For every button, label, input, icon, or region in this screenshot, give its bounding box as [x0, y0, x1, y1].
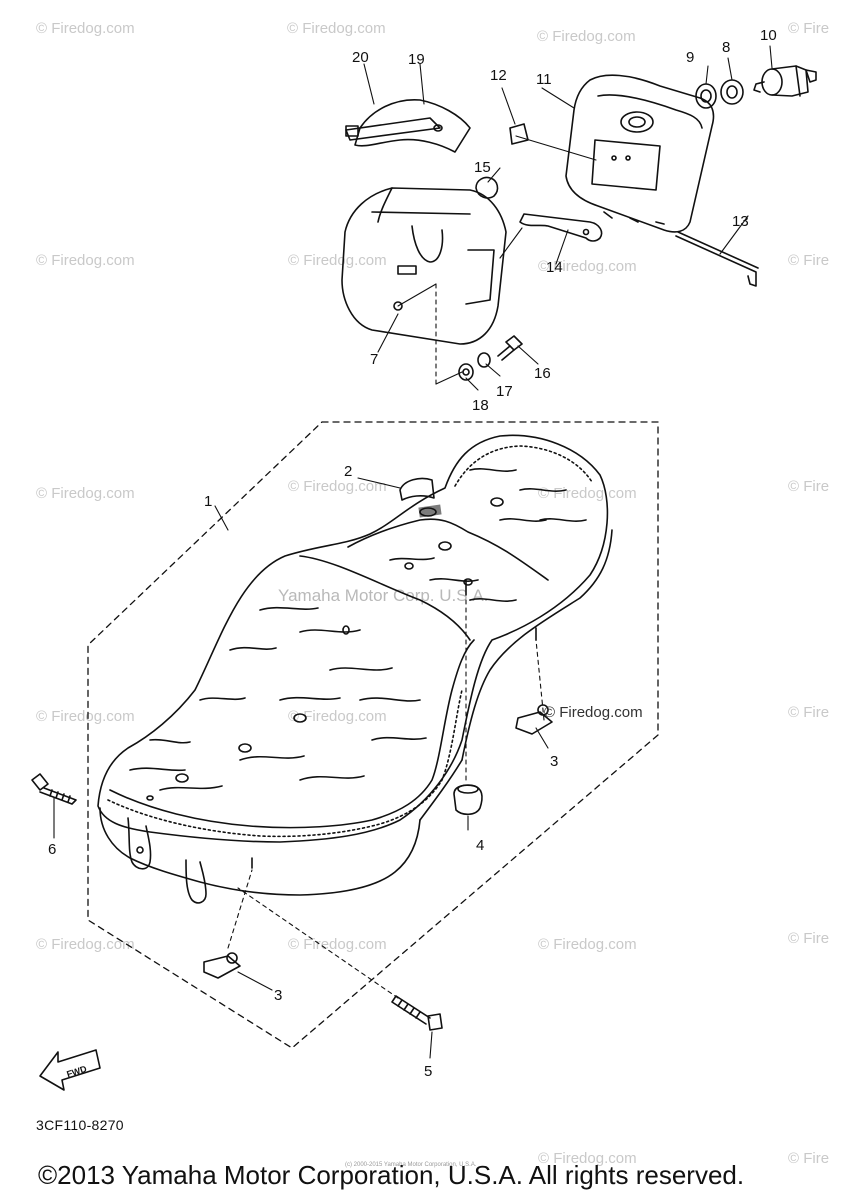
watermark: © Firedog.com [36, 252, 135, 269]
callout-3: 3 [274, 987, 283, 1004]
callout-4: 4 [476, 837, 485, 854]
callout-13: 13 [732, 213, 749, 230]
fine-print: (c) 2000-2015 Yamaha Motor Corporation, … [345, 1162, 477, 1168]
watermark: © Firedog.com [288, 252, 387, 269]
center-watermark: Yamaha Motor Corp. U.S.A. [278, 586, 489, 605]
part-16 [497, 335, 523, 361]
mid-watermark: © Firedog.com [544, 704, 643, 721]
part-8 [720, 79, 744, 105]
callout-8: 8 [722, 39, 731, 56]
callout-9: 9 [686, 49, 695, 66]
callout-14: 14 [546, 259, 563, 276]
watermark: © Fire [788, 478, 830, 495]
part-10 [753, 65, 817, 97]
diagram-code: 3CF110-8270 [36, 1117, 124, 1133]
cover-part-7 [341, 187, 507, 345]
seat-drawing [97, 434, 613, 904]
case-part-11 [565, 74, 715, 233]
part-3-lower [203, 952, 241, 979]
callout-6: 6 [48, 841, 57, 858]
callout-1: 1 [204, 493, 213, 510]
part-17 [477, 352, 491, 368]
watermark: © Firedog.com [287, 20, 386, 37]
callout-18: 18 [472, 397, 489, 414]
part-15 [475, 176, 499, 199]
watermark: © Fire [788, 20, 830, 37]
callout-2: 2 [344, 463, 353, 480]
part-9 [695, 83, 717, 109]
watermark: © Firedog.com [538, 1150, 637, 1167]
copyright-notice: ©2013 Yamaha Motor Corporation, U.S.A. A… [38, 1160, 745, 1190]
watermark: © Firedog.com [36, 485, 135, 502]
callout-3: 3 [550, 753, 559, 770]
watermark: © Fire [788, 252, 830, 269]
watermark: © Firedog.com [36, 708, 135, 725]
part-18 [458, 363, 474, 381]
watermark: © Firedog.com [288, 936, 387, 953]
watermark: © Firedog.com [538, 485, 637, 502]
watermark: © Firedog.com [288, 478, 387, 495]
part-13 [675, 235, 757, 287]
callout-20: 20 [352, 49, 369, 66]
watermark: © Firedog.com [36, 936, 135, 953]
callout-11: 11 [536, 71, 552, 88]
watermark: © Fire [788, 704, 830, 721]
part-5 [391, 995, 443, 1031]
watermark: © Firedog.com [538, 258, 637, 275]
callout-17: 17 [496, 383, 513, 400]
watermark: © Firedog.com [288, 708, 387, 725]
part-12 [509, 123, 529, 145]
strap-parts-19-20 [345, 99, 471, 153]
fwd-arrow-icon [39, 1049, 101, 1091]
leader-lines [53, 45, 773, 1059]
assembly-outline [87, 421, 659, 1049]
callout-15: 15 [474, 159, 491, 176]
watermark: © Fire [788, 930, 830, 947]
callout-7: 7 [370, 351, 379, 368]
callout-19: 19 [408, 51, 425, 68]
callout-10: 10 [760, 27, 777, 44]
watermark: © Firedog.com [537, 28, 636, 45]
part-14 [519, 213, 603, 242]
watermark: © Firedog.com [36, 20, 135, 37]
part-4 [453, 784, 483, 816]
callout-12: 12 [490, 67, 507, 84]
part-6 [31, 773, 77, 805]
watermark: © Fire [788, 1150, 830, 1167]
callout-16: 16 [534, 365, 551, 382]
watermark: © Firedog.com [538, 936, 637, 953]
part-3-upper [515, 704, 553, 735]
callout-5: 5 [424, 1063, 433, 1080]
